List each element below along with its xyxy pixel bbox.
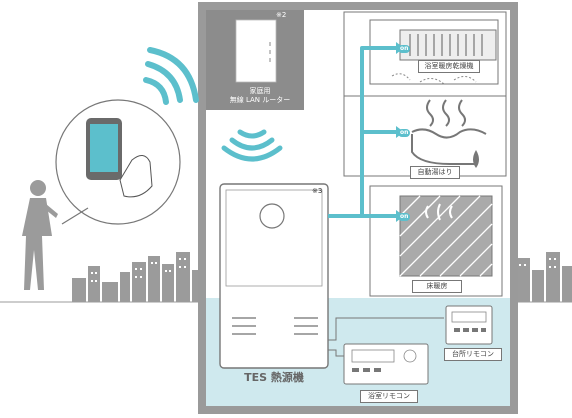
- smartphone-bubble: [55, 99, 181, 225]
- remote-wires: [328, 317, 444, 357]
- floor-label: 床暖房: [412, 280, 462, 293]
- heater-name: TES 熱源機: [244, 371, 304, 384]
- router-label-line2: 無線 LAN ルーター: [229, 96, 291, 104]
- skyline-windows-right: [519, 258, 556, 268]
- bathroom-remote-icon: [343, 343, 429, 385]
- bath-on-switch: on: [398, 129, 411, 137]
- appliance-floor-box: [369, 185, 503, 297]
- tes-heater-unit: [219, 183, 329, 369]
- bathroom-remote-label: 浴室リモコン: [360, 390, 418, 403]
- appliance-bath-box: [343, 95, 507, 177]
- router-note: ※2: [276, 11, 287, 19]
- wifi-signal-router-icon: [221, 129, 283, 162]
- router-area: [206, 10, 304, 110]
- city-skyline-right: [516, 252, 572, 302]
- wifi-signal-phone-icon: [143, 47, 199, 105]
- dryer-on-switch: on: [398, 45, 411, 53]
- kitchen-remote-icon: [445, 305, 493, 345]
- heater-note: ※3: [312, 187, 323, 195]
- person-silhouette: [22, 180, 58, 290]
- bath-label: 自動湯はり: [410, 166, 460, 179]
- skyline-windows-left: [91, 258, 186, 282]
- router-label-line1: 家庭用: [249, 87, 271, 95]
- kitchen-remote-label: 台所リモコン: [444, 348, 502, 361]
- floor-on-switch: on: [398, 213, 411, 221]
- hot-water-pipes: [328, 46, 396, 218]
- dryer-label: 浴室暖房乾燥機: [418, 60, 480, 73]
